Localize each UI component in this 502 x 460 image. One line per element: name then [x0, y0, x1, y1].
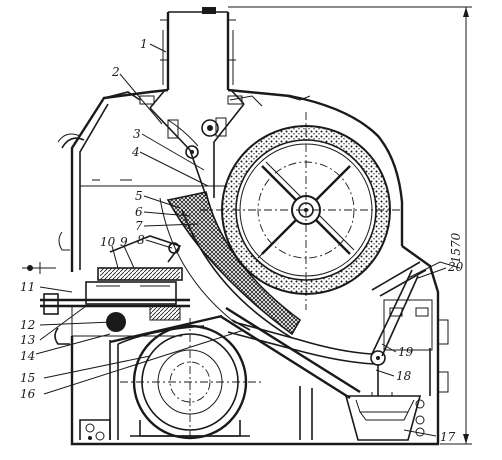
part-labels: 1 2 3 4 5 6 7 8 10 9 11 12 13 14 15 16 1…: [20, 37, 464, 444]
label-4: 4: [131, 145, 140, 159]
label-19: 19: [398, 345, 414, 359]
shaft-assembly: [22, 235, 190, 345]
motor-pulley: [120, 306, 361, 440]
housing-right: [377, 348, 431, 396]
label-13: 13: [20, 333, 36, 347]
dimension-1570: 1570: [228, 6, 472, 445]
label-17: 17: [440, 430, 456, 444]
label-11: 11: [20, 280, 35, 294]
lower-frame: [70, 314, 440, 446]
discharge-bin: [344, 392, 425, 441]
label-6: 6: [135, 205, 143, 219]
label-20: 20: [447, 260, 464, 274]
label-12: 12: [20, 318, 35, 332]
label-7: 7: [135, 219, 143, 233]
label-8: 8: [137, 233, 145, 247]
label-2: 2: [111, 65, 120, 79]
label-5: 5: [135, 189, 143, 203]
feed-hopper: [149, 7, 245, 109]
feed-chute: [149, 103, 245, 198]
rotor: [200, 112, 400, 310]
label-10: 10: [100, 235, 116, 249]
housing-upper: [57, 88, 404, 272]
breaker-plate: [159, 191, 375, 365]
label-1: 1: [140, 37, 148, 51]
label-9: 9: [120, 235, 128, 249]
label-16: 16: [20, 387, 36, 401]
label-18: 18: [396, 369, 412, 383]
label-15: 15: [20, 371, 35, 385]
dimension-text: 1570: [449, 232, 463, 263]
label-14: 14: [20, 349, 35, 363]
adjustment-mechanism: [370, 245, 461, 393]
label-3: 3: [133, 127, 141, 141]
leader-lines: [35, 43, 447, 437]
